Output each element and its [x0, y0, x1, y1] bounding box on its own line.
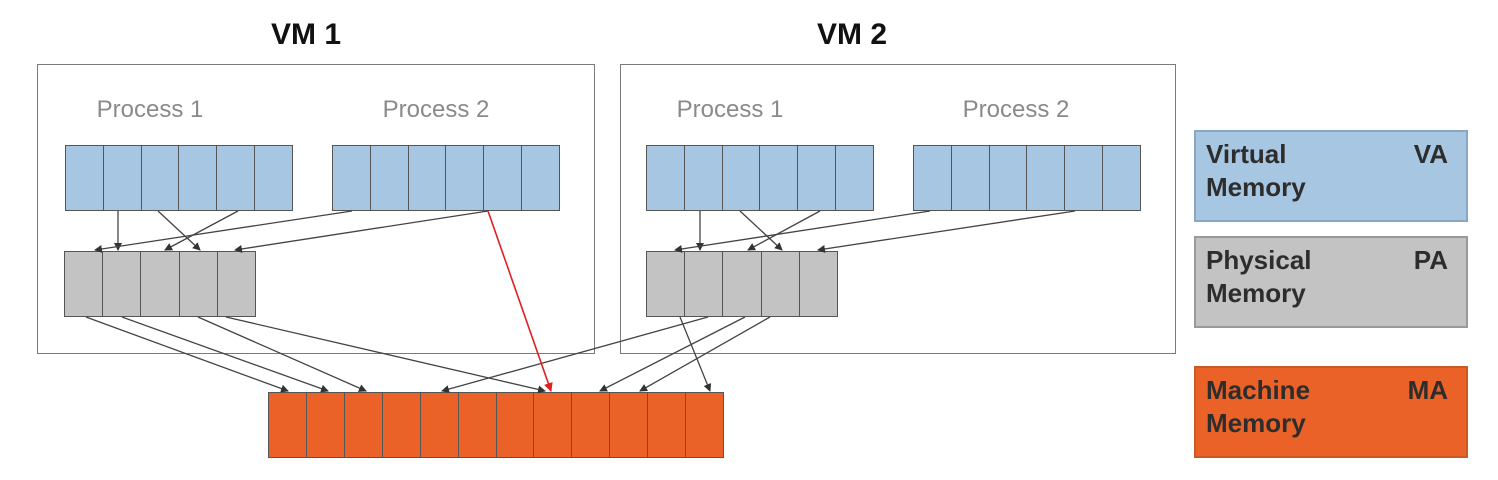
legend-machine-memory: Machine Memory MA [1194, 366, 1468, 458]
machine-memory [268, 392, 724, 458]
machine-page [269, 393, 307, 457]
legend-virtual-memory-abbr: VA [1413, 139, 1448, 169]
machine-page [572, 393, 611, 457]
virtual-page [760, 146, 799, 210]
legend-machine-memory-label: Machine Memory [1206, 375, 1311, 438]
machine-page [496, 393, 535, 457]
virtual-page [647, 146, 685, 210]
vm2-process2-virtual-memory [913, 145, 1141, 211]
legend-physical-memory-abbr: PA [1413, 245, 1448, 275]
vm2-process2-label: Process 2 [962, 96, 1070, 123]
virtual-page [333, 146, 371, 210]
virtual-page [951, 146, 990, 210]
virtual-page [255, 146, 292, 210]
vm2-physical-memory [646, 251, 838, 317]
physical-page [103, 252, 142, 316]
machine-page [610, 393, 649, 457]
virtual-page [684, 146, 723, 210]
virtual-page [66, 146, 104, 210]
vm1-title: VM 1 [270, 18, 342, 51]
virtual-page [141, 146, 180, 210]
machine-page [420, 393, 459, 457]
vm1-process1-label: Process 1 [96, 96, 204, 123]
machine-page [534, 393, 573, 457]
virtual-page [103, 146, 142, 210]
legend-physical-memory: Physical Memory PA [1194, 236, 1468, 328]
physical-page [723, 252, 762, 316]
machine-page [686, 393, 724, 457]
virtual-page [798, 146, 837, 210]
physical-page [141, 252, 180, 316]
machine-page [648, 393, 687, 457]
virtual-page [1103, 146, 1140, 210]
legend-physical-memory-label: Physical Memory [1206, 245, 1312, 308]
virtual-page [914, 146, 952, 210]
physical-page [761, 252, 800, 316]
virtual-page [484, 146, 523, 210]
physical-page [685, 252, 724, 316]
virtual-page [370, 146, 409, 210]
virtual-page [1027, 146, 1066, 210]
vm1-physical-memory [64, 251, 256, 317]
virtual-page [408, 146, 447, 210]
virtual-page [217, 146, 256, 210]
legend-virtual-memory-label: Virtual Memory [1206, 139, 1306, 202]
virtual-page [836, 146, 873, 210]
legend-machine-memory-abbr: MA [1407, 375, 1448, 405]
legend-virtual-memory: Virtual Memory VA [1194, 130, 1468, 222]
physical-page [65, 252, 104, 316]
physical-page [647, 252, 686, 316]
physical-page [217, 252, 256, 316]
virtual-page [522, 146, 559, 210]
virtual-page [1065, 146, 1104, 210]
physical-page [799, 252, 838, 316]
vm1-process1-virtual-memory [65, 145, 293, 211]
machine-page [344, 393, 383, 457]
vm2-process1-label: Process 1 [676, 96, 784, 123]
virtual-page [722, 146, 761, 210]
vm1-process2-virtual-memory [332, 145, 560, 211]
vm1-process2-label: Process 2 [382, 96, 490, 123]
virtual-page [989, 146, 1028, 210]
machine-page [306, 393, 345, 457]
virtual-page [446, 146, 485, 210]
virtual-page [179, 146, 218, 210]
vm2-process1-virtual-memory [646, 145, 874, 211]
vm2-title: VM 2 [816, 18, 888, 51]
machine-page [382, 393, 421, 457]
machine-page [458, 393, 497, 457]
physical-page [179, 252, 218, 316]
